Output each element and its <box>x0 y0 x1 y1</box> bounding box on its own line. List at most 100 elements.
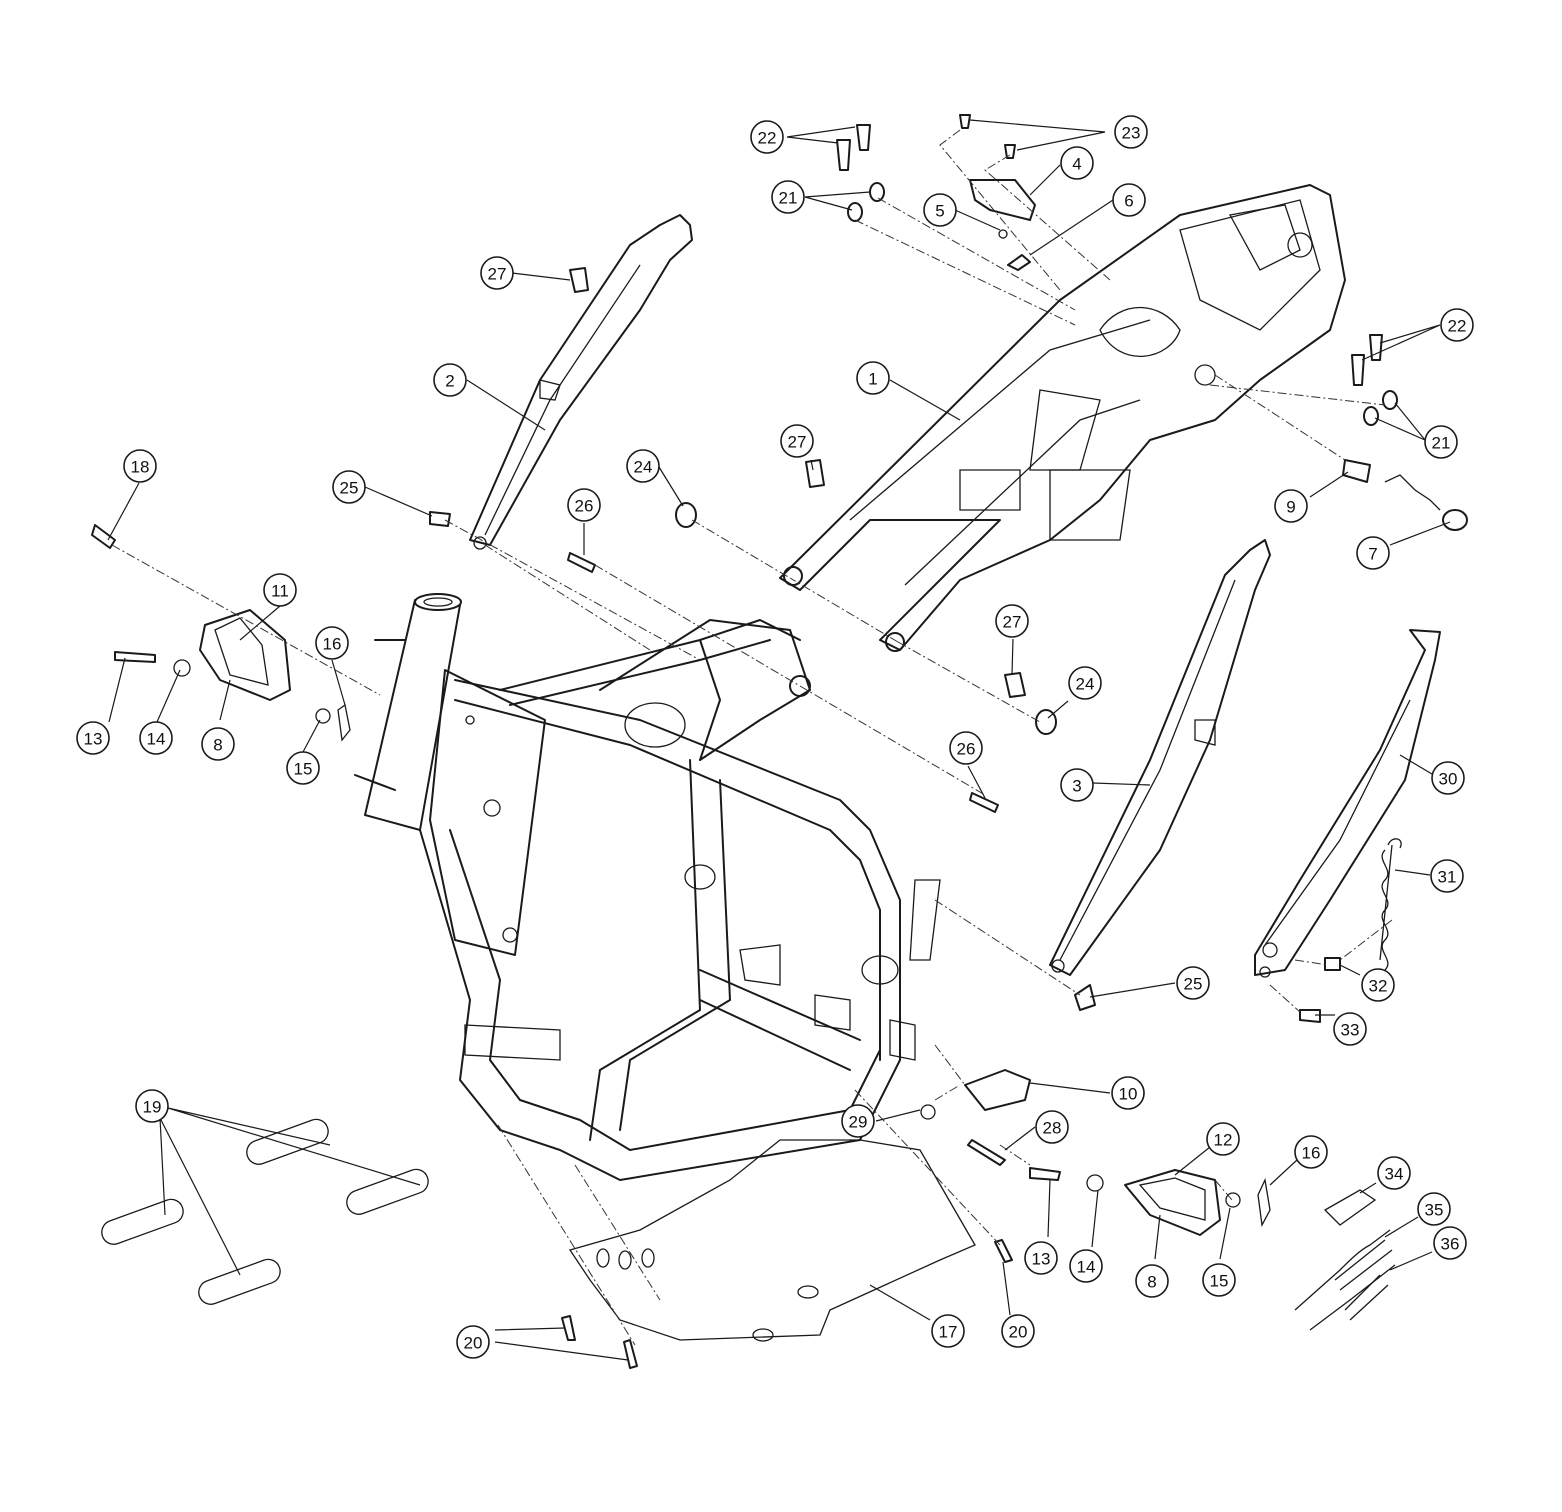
callout-c12: 12 <box>1206 1122 1240 1156</box>
callout-circle <box>139 721 173 755</box>
callout-circle <box>1060 768 1094 802</box>
callout-number: 22 <box>1448 317 1467 336</box>
callout-circle <box>1356 536 1390 570</box>
callout-circle <box>1377 1156 1411 1190</box>
callout-c21b: 21 <box>1424 425 1458 459</box>
callout-c30: 30 <box>1431 761 1465 795</box>
callout-number: 14 <box>1077 1258 1096 1277</box>
callout-number: 15 <box>1210 1272 1229 1291</box>
callout-circle <box>1111 1076 1145 1110</box>
leader-lines <box>107 119 1451 1361</box>
callout-circle <box>841 1104 875 1138</box>
callout-c4: 4 <box>1060 146 1094 180</box>
callout-number: 34 <box>1385 1165 1404 1184</box>
callout-c16b: 16 <box>1294 1135 1328 1169</box>
callout-circle <box>315 626 349 660</box>
callout-circle <box>1274 489 1308 523</box>
callout-number: 23 <box>1122 124 1141 143</box>
callout-c14a: 14 <box>139 721 173 755</box>
callout-c7: 7 <box>1356 536 1390 570</box>
callout-circle <box>1294 1135 1328 1169</box>
callout-c26a: 26 <box>567 488 601 522</box>
callout-c13b: 13 <box>1024 1241 1058 1275</box>
callout-c16a: 16 <box>315 626 349 660</box>
callout-c11: 11 <box>263 573 297 607</box>
footpeg-left <box>114 609 351 742</box>
callout-number: 22 <box>758 129 777 148</box>
callout-circle <box>1135 1264 1169 1298</box>
callout-circle <box>1035 1110 1069 1144</box>
callout-number: 28 <box>1043 1119 1062 1138</box>
callout-c24b: 24 <box>1068 666 1102 700</box>
callout-number: 25 <box>340 479 359 498</box>
main-frame <box>354 593 941 1181</box>
callout-number: 24 <box>1076 675 1095 694</box>
callout-number: 21 <box>779 189 798 208</box>
callout-number: 36 <box>1441 1235 1460 1254</box>
callout-c24a: 24 <box>626 449 660 483</box>
callout-circle <box>771 180 805 214</box>
callout-c36: 36 <box>1433 1226 1467 1260</box>
callout-c3: 3 <box>1060 768 1094 802</box>
callout-number: 7 <box>1368 545 1377 564</box>
callout-c15b: 15 <box>1202 1263 1236 1297</box>
callout-c28: 28 <box>1035 1110 1069 1144</box>
callout-number: 20 <box>464 1334 483 1353</box>
callout-c27a: 27 <box>480 256 514 290</box>
callout-circle <box>1001 1314 1035 1348</box>
callout-c31: 31 <box>1430 859 1464 893</box>
callout-c34: 34 <box>1377 1156 1411 1190</box>
callout-number: 12 <box>1214 1131 1233 1150</box>
callout-number: 26 <box>575 497 594 516</box>
callout-circle <box>263 573 297 607</box>
callout-c26b: 26 <box>949 731 983 765</box>
side-stand <box>1254 629 1441 978</box>
callout-c20b: 20 <box>1001 1314 1035 1348</box>
callout-number: 30 <box>1439 770 1458 789</box>
callout-c32: 32 <box>1361 968 1395 1002</box>
callout-number: 15 <box>294 760 313 779</box>
callout-c9: 9 <box>1274 489 1308 523</box>
callout-c10: 10 <box>1111 1076 1145 1110</box>
callout-circle <box>1361 968 1395 1002</box>
callout-c18: 18 <box>123 449 157 483</box>
callout-number: 13 <box>1032 1250 1051 1269</box>
callout-number: 19 <box>143 1098 162 1117</box>
callout-circle <box>332 470 366 504</box>
callout-c15a: 15 <box>286 751 320 785</box>
callout-circle <box>856 361 890 395</box>
callout-c33: 33 <box>1333 1012 1367 1046</box>
springs <box>1294 1189 1396 1331</box>
callout-circle <box>1333 1012 1367 1046</box>
callout-circle <box>1431 761 1465 795</box>
callout-c29: 29 <box>841 1104 875 1138</box>
callout-circle <box>1176 966 1210 1000</box>
callout-circle <box>1114 115 1148 149</box>
callout-circle <box>1068 666 1102 700</box>
callout-circle <box>123 449 157 483</box>
callout-number: 35 <box>1425 1201 1444 1220</box>
side-stand-spring <box>1379 838 1402 971</box>
callout-circle <box>1060 146 1094 180</box>
callout-number: 16 <box>323 635 342 654</box>
callout-c27b: 27 <box>780 424 814 458</box>
callout-circle <box>567 488 601 522</box>
callout-circle <box>626 449 660 483</box>
callout-circle <box>750 120 784 154</box>
fasteners <box>91 114 1398 1369</box>
callout-c8b: 8 <box>1135 1264 1169 1298</box>
callout-circle <box>480 256 514 290</box>
callout-circle <box>1024 1241 1058 1275</box>
bracket <box>920 1069 1031 1166</box>
callout-c22b: 22 <box>1440 308 1474 342</box>
callout-c21a: 21 <box>771 180 805 214</box>
callout-circle <box>1424 425 1458 459</box>
callout-number: 16 <box>1302 1144 1321 1163</box>
callout-circle <box>76 721 110 755</box>
callout-circle <box>433 363 467 397</box>
callout-circle <box>1440 308 1474 342</box>
callout-circle <box>780 424 814 458</box>
callout-c5: 5 <box>923 193 957 227</box>
callout-number: 8 <box>213 736 222 755</box>
